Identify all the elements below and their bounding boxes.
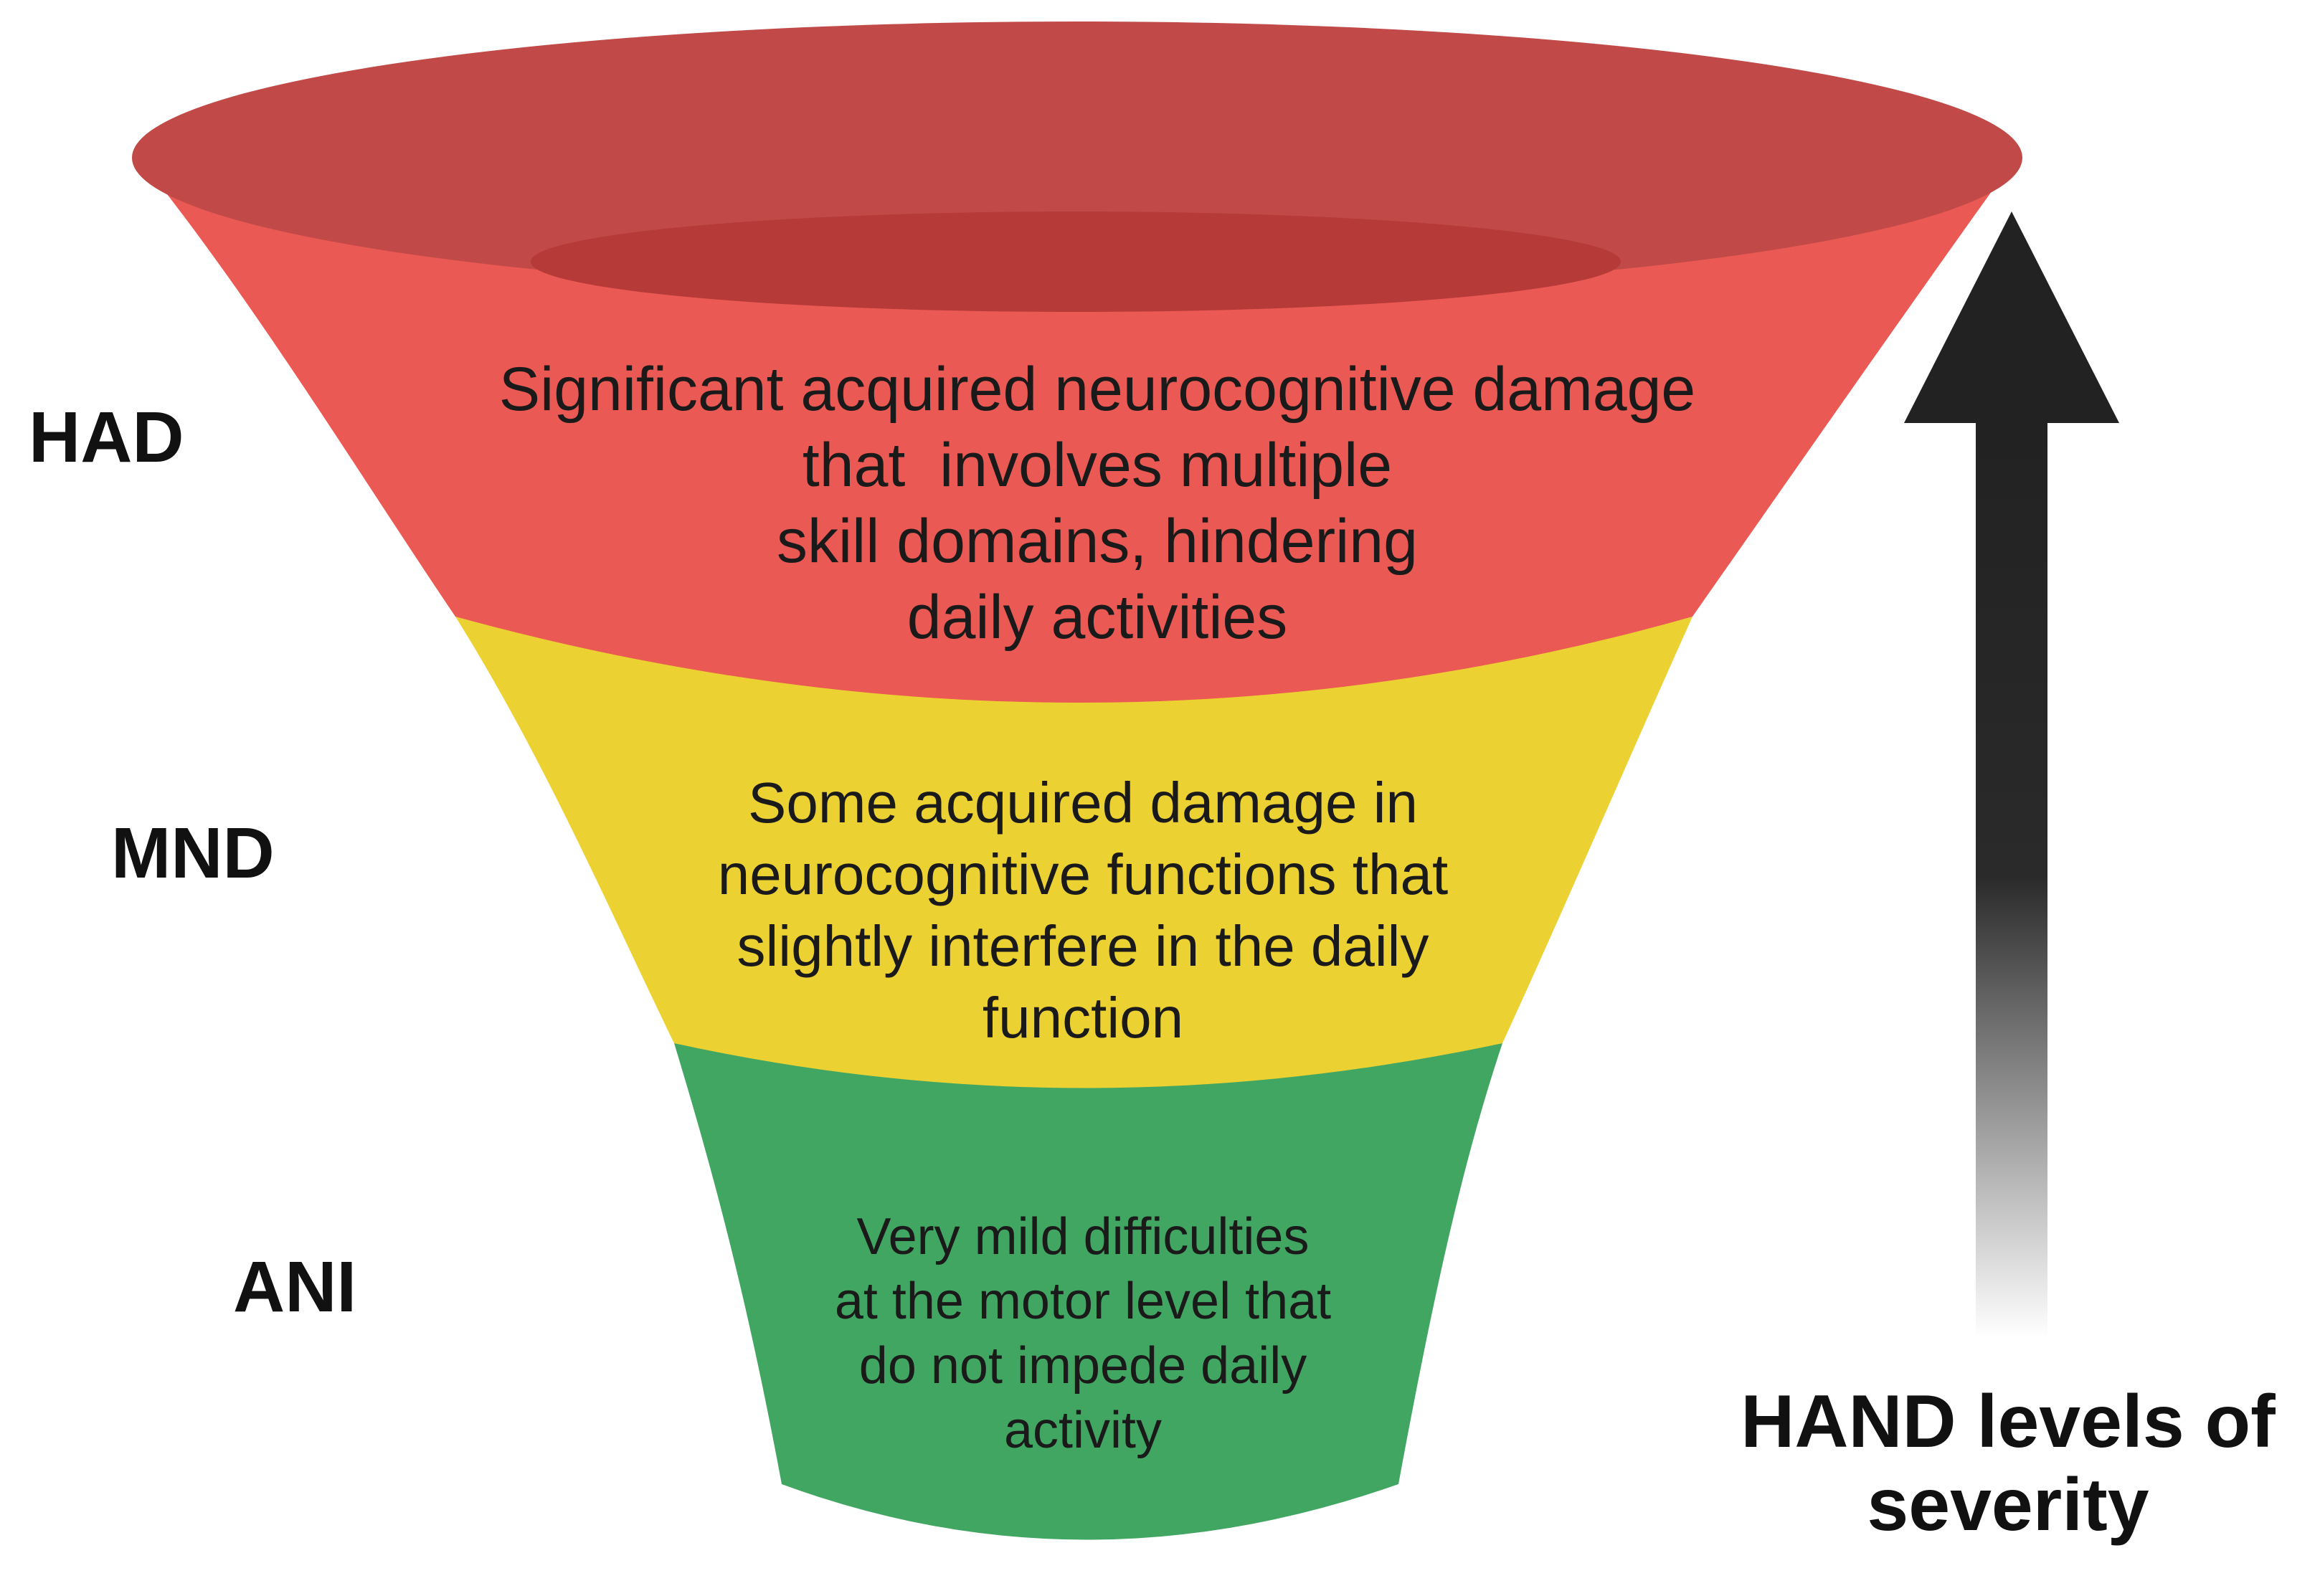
severity-axis-title: HAND levels of severity bbox=[1692, 1380, 2320, 1547]
had-description: Significant acquired neurocognitive dama… bbox=[359, 351, 1836, 655]
funnel-rim-inner bbox=[531, 212, 1621, 312]
mnd-description-line: neurocognitive functions that bbox=[717, 842, 1449, 906]
ani-level-label: ANI bbox=[233, 1247, 357, 1327]
had-description-line: daily activities bbox=[906, 583, 1288, 652]
axis-title-line: HAND levels of bbox=[1741, 1380, 2276, 1463]
had-description-line: that involves multiple bbox=[802, 431, 1393, 500]
funnel-rim bbox=[132, 22, 2022, 294]
severity-arrow-shaft bbox=[1976, 416, 2047, 1337]
mnd-description: Some acquired damage in neurocognitive f… bbox=[588, 767, 1578, 1054]
mnd-description-line: function bbox=[982, 986, 1184, 1050]
ani-description-line: at the motor level that bbox=[834, 1273, 1332, 1330]
ani-band bbox=[674, 1043, 1502, 1540]
ani-description-line: do not impede daily bbox=[858, 1337, 1307, 1395]
had-description-line: Significant acquired neurocognitive dama… bbox=[498, 355, 1696, 424]
mnd-description-line: slightly interfere in the daily bbox=[737, 914, 1429, 978]
axis-title-line: severity bbox=[1867, 1463, 2149, 1547]
arrow-up-icon bbox=[1904, 212, 2119, 423]
mnd-level-label: MND bbox=[111, 813, 275, 893]
ani-description: Very mild difficulties at the motor leve… bbox=[739, 1205, 1427, 1463]
mnd-band bbox=[455, 617, 1692, 1088]
mnd-description-line: Some acquired damage in bbox=[748, 771, 1418, 835]
ani-description-line: Very mild difficulties bbox=[856, 1208, 1310, 1265]
had-description-line: skill domains, hindering bbox=[777, 507, 1418, 576]
had-band bbox=[147, 168, 2008, 703]
had-level-label: HAD bbox=[29, 397, 184, 478]
ani-description-line: activity bbox=[1003, 1402, 1163, 1459]
